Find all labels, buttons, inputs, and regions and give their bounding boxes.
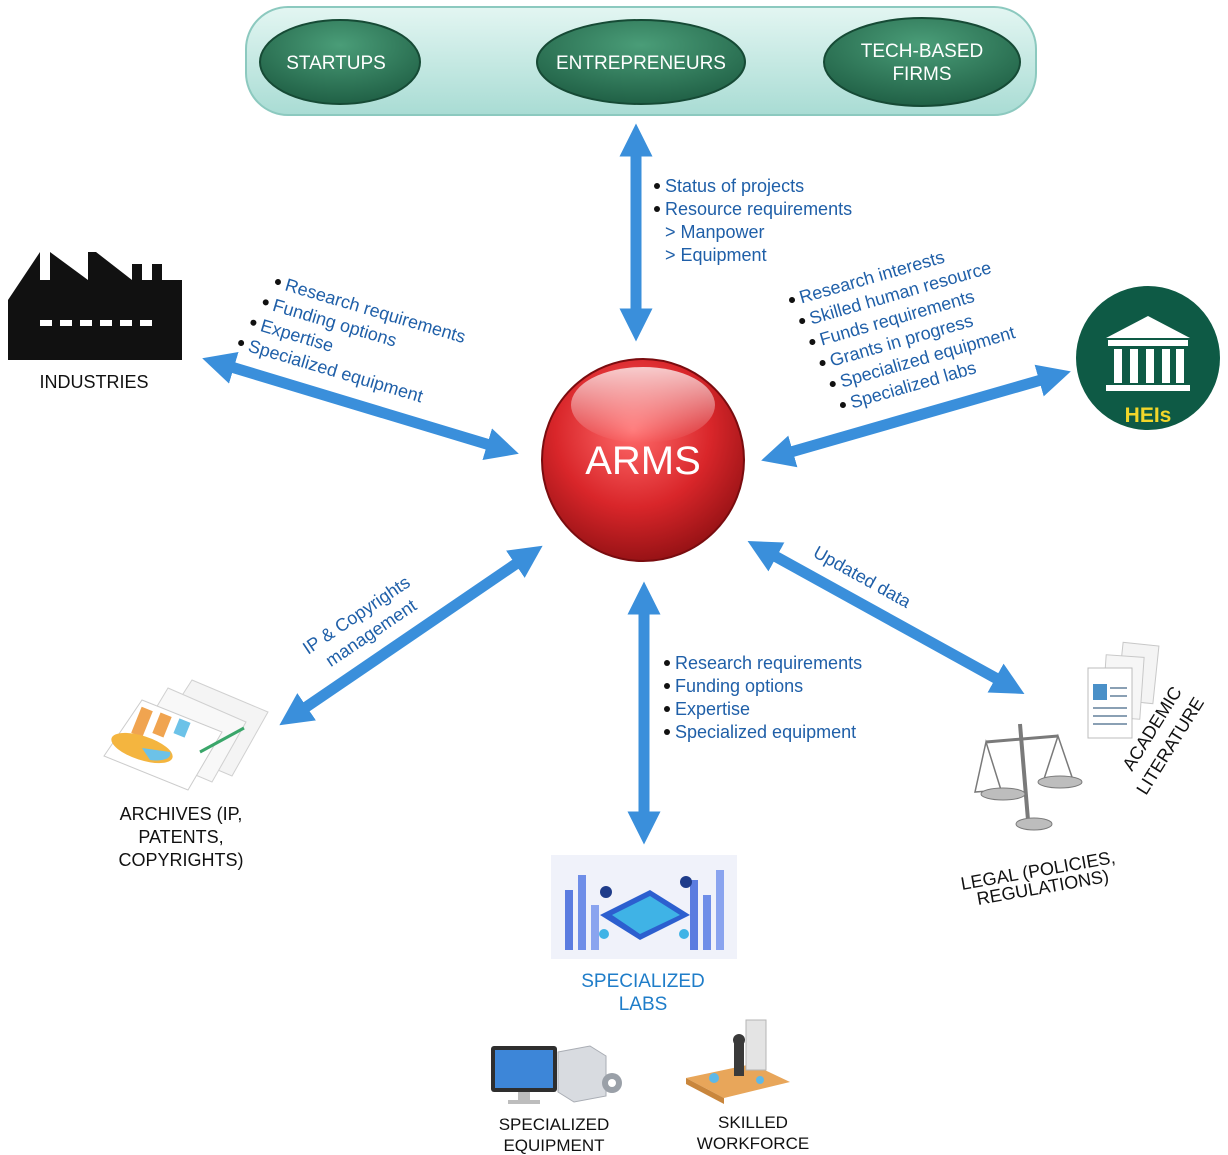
- tech-firms-label-line1: TECH-BASED: [861, 41, 983, 62]
- industries-flow-text: Research requirements Funding options Ex…: [238, 275, 468, 406]
- skilled-workforce-node: SKILLED WORKFORCE: [686, 1019, 809, 1153]
- industries-label: INDUSTRIES: [39, 372, 148, 392]
- archives-node: ARCHIVES (IP, PATENTS, COPYRIGHTS): [103, 679, 269, 870]
- specialized-labs-node: SPECIALIZED LABS: [551, 855, 737, 1015]
- computer-equipment-icon: [491, 1045, 622, 1104]
- heis-node: HEIs: [1076, 286, 1220, 430]
- labs-flow-item-1: Research requirements: [675, 653, 862, 673]
- lab-technology-icon: [551, 855, 737, 959]
- specialized-equipment-node: SPECIALIZED EQUIPMENT: [491, 1045, 622, 1155]
- labs-flow-item-2: Funding options: [675, 676, 803, 696]
- top-flow-text: Status of projects Resource requirements…: [654, 176, 852, 265]
- institution-icon: [1106, 316, 1190, 391]
- arms-center-node: ARMS: [541, 358, 745, 562]
- workforce-label-line1: SKILLED: [718, 1113, 788, 1132]
- labs-flow-item-3: Expertise: [675, 699, 750, 719]
- arrow-legal: [747, 541, 1025, 694]
- heis-label: HEIs: [1125, 404, 1172, 427]
- archives-label-line1: ARCHIVES (IP,: [120, 804, 243, 824]
- top-flow-sub-1: > Manpower: [665, 222, 765, 242]
- arrow-heis: [761, 364, 1071, 468]
- entrepreneurs-label: ENTREPRENEURS: [556, 53, 726, 74]
- archives-label-line2: PATENTS,: [138, 827, 223, 847]
- entrepreneurs-pill: ENTREPRENEURS: [536, 19, 746, 105]
- report-chart-icon: [103, 679, 269, 791]
- top-flow-item-1: Status of projects: [665, 176, 804, 196]
- top-flow-item-2: Resource requirements: [665, 199, 852, 219]
- arrow-archives: [279, 545, 543, 726]
- scales-of-justice-icon: [974, 723, 1083, 831]
- labs-flow-text: Research requirements Funding options Ex…: [664, 653, 862, 742]
- factory-icon: [8, 252, 182, 360]
- industries-node: INDUSTRIES: [8, 252, 182, 392]
- archives-label-line3: COPYRIGHTS): [118, 850, 243, 870]
- academic-literature-node: ACADEMIC LITERATURE: [1087, 641, 1208, 798]
- labs-label-line2: LABS: [619, 994, 668, 1015]
- tech-firms-label-line2: FIRMS: [892, 64, 951, 85]
- top-flow-sub-2: > Equipment: [665, 245, 767, 265]
- equipment-label-line1: SPECIALIZED: [499, 1115, 610, 1134]
- arrow-industries: [202, 351, 519, 461]
- legal-node: LEGAL (POLICIES, REGULATIONS): [959, 723, 1117, 909]
- startups-label: STARTUPS: [286, 53, 386, 74]
- top-stakeholder-group: STARTUPS ENTREPRENEURS TECH-BASED FIRMS: [245, 6, 1037, 116]
- startups-pill: STARTUPS: [259, 19, 421, 105]
- documents-icon: [1087, 641, 1160, 739]
- equipment-label-line2: EQUIPMENT: [503, 1136, 604, 1155]
- tech-firms-pill: TECH-BASED FIRMS: [823, 17, 1021, 107]
- flow-arrows: [202, 123, 1071, 845]
- arms-label: ARMS: [585, 439, 701, 483]
- labs-flow-item-4: Specialized equipment: [675, 722, 856, 742]
- lab-microscope-icon: [686, 1019, 790, 1104]
- archives-flow-text: IP & Copyrights management: [299, 572, 420, 671]
- workforce-label-line2: WORKFORCE: [697, 1134, 809, 1153]
- labs-label-line1: SPECIALIZED: [581, 971, 705, 992]
